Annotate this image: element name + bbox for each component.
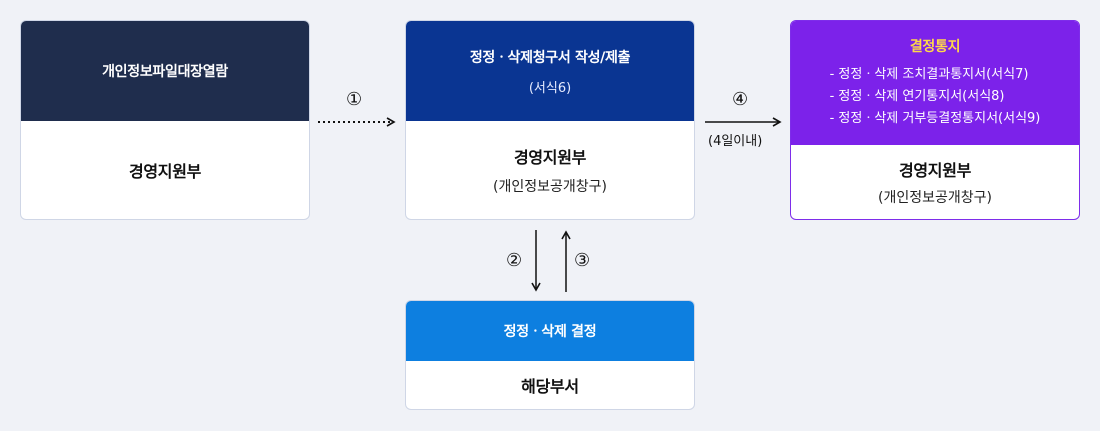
list-item: - 정정ㆍ삭제 연기통지서(서식8) bbox=[829, 89, 1005, 104]
list-item: - 정정ㆍ삭제 거부등결정통지서(서식9) bbox=[829, 111, 1041, 126]
box-department: 경영지원부 bbox=[513, 148, 587, 167]
box-correction-request: 정정ㆍ삭제청구서 작성/제출 (서식6) 경영지원부 (개인정보공개창구) bbox=[405, 20, 695, 220]
box-department: 경영지원부 bbox=[128, 162, 202, 181]
box-header-title: 정정ㆍ삭제청구서 작성/제출 bbox=[469, 49, 631, 66]
box-body: 경영지원부 (개인정보공개창구) bbox=[406, 121, 694, 219]
box-correction-decision: 정정ㆍ삭제 결정 해당부서 bbox=[405, 300, 695, 410]
box-header: 정정ㆍ삭제 결정 bbox=[406, 301, 694, 361]
step-2-label: ② bbox=[506, 250, 523, 271]
box-department-sub: (개인정보공개창구) bbox=[878, 190, 992, 206]
step-3-label: ③ bbox=[574, 250, 591, 271]
box-header-title: 결정통지 bbox=[909, 39, 961, 55]
box-department: 해당부서 bbox=[521, 377, 579, 396]
box-body: 경영지원부 (개인정보공개창구) bbox=[791, 145, 1079, 219]
list-item: - 정정ㆍ삭제 조치결과통지서(서식7) bbox=[829, 67, 1029, 82]
box-file-register-view: 개인정보파일대장열람 경영지원부 bbox=[20, 20, 310, 220]
step-1-label: ① bbox=[346, 89, 363, 110]
box-body: 경영지원부 bbox=[21, 121, 309, 219]
step-4-label: ④ bbox=[732, 89, 749, 110]
box-header: 정정ㆍ삭제청구서 작성/제출 (서식6) bbox=[406, 21, 694, 121]
box-header-form: (서식6) bbox=[528, 80, 572, 96]
box-department-sub: (개인정보공개창구) bbox=[493, 179, 607, 195]
box-header: 개인정보파일대장열람 bbox=[21, 21, 309, 121]
notice-form-list: - 정정ㆍ삭제 조치결과통지서(서식7) - 정정ㆍ삭제 연기통지서(서식8) … bbox=[830, 64, 1041, 130]
box-body: 해당부서 bbox=[406, 361, 694, 409]
step-4-note: (4일이내) bbox=[708, 134, 763, 149]
box-header-title: 정정ㆍ삭제 결정 bbox=[503, 324, 597, 340]
box-header: 결정통지 - 정정ㆍ삭제 조치결과통지서(서식7) - 정정ㆍ삭제 연기통지서(… bbox=[791, 21, 1079, 145]
box-decision-notice: 결정통지 - 정정ㆍ삭제 조치결과통지서(서식7) - 정정ㆍ삭제 연기통지서(… bbox=[790, 20, 1080, 220]
box-header-title: 개인정보파일대장열람 bbox=[102, 64, 228, 80]
box-department: 경영지원부 bbox=[898, 161, 972, 180]
